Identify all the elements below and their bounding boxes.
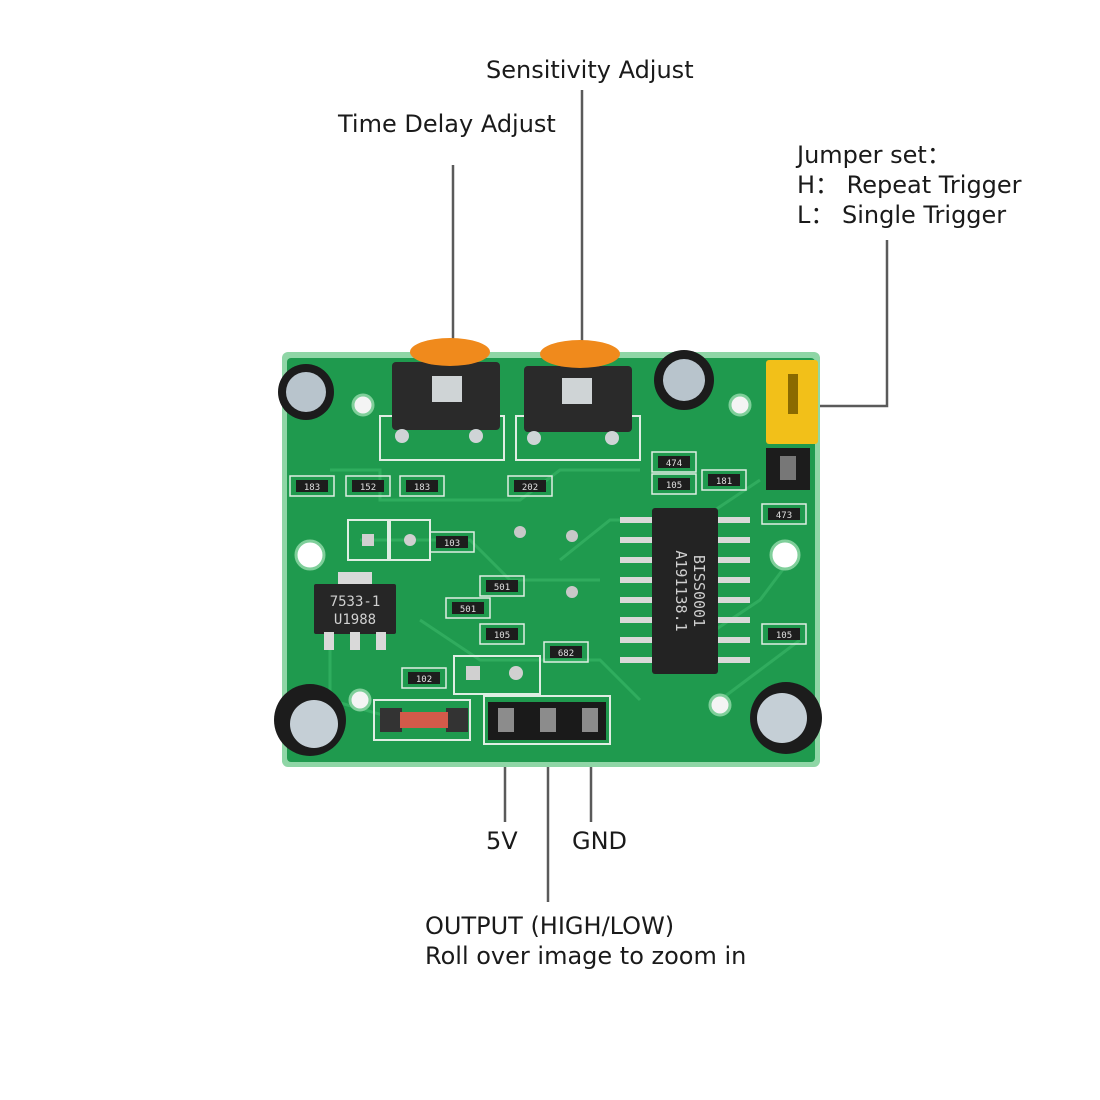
header-pins [483, 695, 611, 745]
via [566, 586, 578, 598]
mounting-hole-left [294, 539, 326, 571]
jumper-l-description: L： Single Trigger [797, 201, 1007, 229]
capacitor-top-right [654, 350, 714, 410]
smd-components: 183 152 183 202 474 105 181 473 103 501 501 105 682 1… [289, 451, 807, 689]
smd-resistor: 102 [401, 667, 447, 689]
smd-code: 181 [716, 477, 732, 487]
smd-resistor: 183 [399, 475, 445, 497]
output-pin-description: OUTPUT (HIGH/LOW) [425, 912, 675, 940]
smd-code: 105 [494, 631, 510, 641]
smd-resistor: 105 [651, 473, 697, 495]
via [348, 688, 372, 712]
smd-resistor: 152 [345, 475, 391, 497]
regulator-label-line1: 7533-1 [330, 594, 381, 610]
smd-resistor: 105 [479, 623, 525, 645]
pad [453, 655, 541, 695]
smd-code: 103 [444, 539, 460, 549]
smd-code: 152 [360, 483, 376, 493]
smd-code: 473 [776, 511, 792, 521]
capacitor-top-left [278, 364, 334, 420]
smd-resistor: 103 [429, 531, 475, 553]
smd-code: 183 [304, 483, 320, 493]
smd-code: 501 [494, 583, 510, 593]
smd-code: 105 [776, 631, 792, 641]
via [566, 530, 578, 542]
smd-code: 501 [460, 605, 476, 615]
ic-label-line2: A191138.1 [672, 550, 690, 631]
label-pin-5v: 5V [486, 827, 518, 855]
smd-resistor: 105 [761, 623, 807, 645]
label-output: OUTPUT (HIGH/LOW) Roll over image to zoo… [425, 911, 746, 971]
smd-resistor: 682 [543, 641, 589, 663]
potentiometer-sensitivity [515, 340, 641, 461]
jumper-set-title: Jumper set： [797, 141, 951, 169]
ic-label-line1: BISS0001 [690, 555, 708, 627]
via [728, 393, 752, 417]
via [351, 393, 375, 417]
label-pin-gnd: GND [572, 827, 628, 855]
smd-code: 102 [416, 675, 432, 685]
diode [373, 699, 471, 741]
regulator-label-line2: U1988 [334, 612, 376, 628]
smd-resistor: 473 [761, 503, 807, 525]
zoom-hint[interactable]: Roll over image to zoom in [425, 942, 747, 970]
via [708, 693, 732, 717]
jumper-h-description: H： Repeat Trigger [797, 171, 1022, 199]
voltage-regulator: 7533-1 U1988 [314, 572, 396, 650]
via [514, 526, 526, 538]
ic-chip: BISS0001 A191138.1 [620, 508, 750, 674]
pad [347, 519, 389, 561]
pcb: BISS0001 A191138.1 7533-1 U1988 [274, 338, 822, 767]
smd-code: 202 [522, 483, 538, 493]
label-time-delay-adjust: Time Delay Adjust [338, 110, 556, 138]
label-sensitivity-adjust: Sensitivity Adjust [486, 56, 694, 84]
capacitor-bottom-right [750, 682, 822, 754]
capacitor-bottom-left [274, 684, 346, 756]
smd-code: 105 [666, 481, 682, 491]
smd-resistor: 501 [479, 575, 525, 597]
jumper [766, 360, 818, 490]
smd-resistor: 474 [651, 451, 697, 473]
label-jumper-set: Jumper set： H： Repeat Trigger L： Single … [797, 140, 1022, 230]
smd-resistor: 181 [701, 469, 747, 491]
leader-jumper [808, 240, 889, 408]
smd-resistor: 501 [445, 597, 491, 619]
smd-resistor: 183 [289, 475, 335, 497]
smd-code: 183 [414, 483, 430, 493]
mounting-hole-right [769, 539, 801, 571]
smd-code: 682 [558, 649, 574, 659]
potentiometer-time-delay [379, 338, 505, 461]
smd-code: 474 [666, 459, 682, 469]
smd-resistor: 202 [507, 475, 553, 497]
